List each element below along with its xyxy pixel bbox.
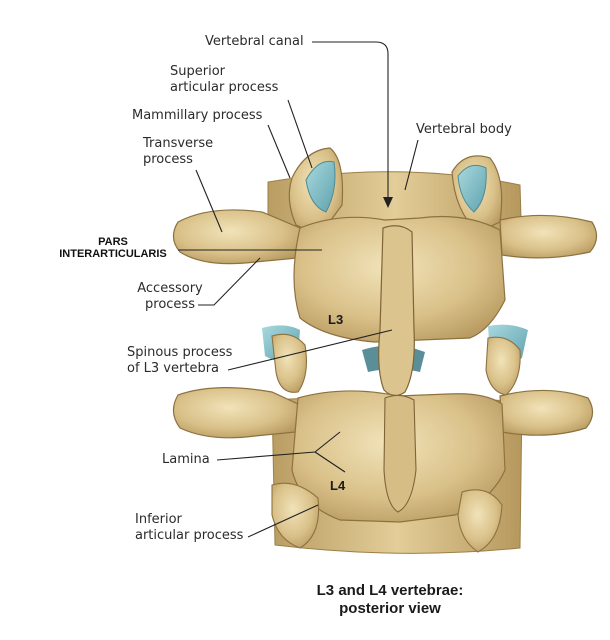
label-inferior-line2: articular process [135,528,244,543]
l3-vertebra [172,147,598,397]
label-transverse-line1: Transverse [143,136,214,151]
label-inferior-line1: Inferior [135,512,182,527]
label-mammillary: Mammillary process [132,108,263,123]
caption-line2: posterior view [339,600,441,617]
leader-lamina [216,431,346,473]
arrowhead-vertebral-canal [383,197,393,208]
label-transverse-line2: process [143,152,193,167]
leader-lines [178,41,419,538]
leader-mammillary [267,124,291,179]
leader-spinous [227,329,393,371]
leader-inferior-articular [247,504,319,538]
level-label-l4: L4 [330,478,346,493]
label-vertebral-canal: Vertebral canal [205,34,304,49]
l4-vertebra [172,387,594,553]
label-superior-articular-line1: Superior [170,64,225,79]
label-superior-articular-line2: articular process [170,80,279,95]
leader-accessory [198,257,261,306]
label-pars-line1: PARS [98,236,128,248]
level-label-l3: L3 [328,312,344,327]
leader-vertebral-canal [312,41,389,205]
label-vertebral-body: Vertebral body [416,122,512,137]
leader-vertebral-body [404,139,419,191]
label-spinous-line2: of L3 vertebra [127,361,220,376]
leader-transverse [195,169,223,233]
label-pars-line2: INTERARTICULARIS [59,248,167,260]
label-lamina: Lamina [162,452,210,467]
label-accessory-line1: Accessory [137,281,203,296]
label-spinous-line1: Spinous process [127,345,233,360]
leader-superior-articular [287,99,313,169]
caption-line1: L3 and L4 vertebrae: [316,582,464,599]
label-accessory-line2: process [145,297,195,312]
